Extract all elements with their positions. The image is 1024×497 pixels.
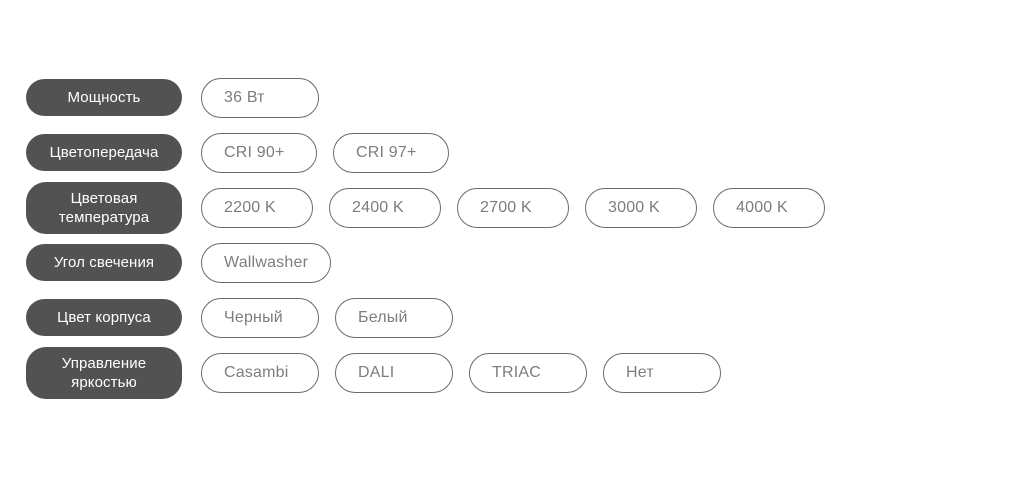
option-pill-cri-0[interactable]: CRI 90+ <box>201 132 317 173</box>
option-pill-housing-color-0[interactable]: Черный <box>201 297 319 338</box>
option-pill-power-0[interactable]: 36 Вт <box>201 77 319 118</box>
spec-row-power: Мощность 36 Вт <box>0 70 1024 125</box>
spec-options-dimming-control: Casambi DALI TRIAC Нет <box>201 352 721 393</box>
option-pill-cri-1[interactable]: CRI 97+ <box>333 132 449 173</box>
spec-row-beam-angle: Угол свечения Wallwasher <box>0 235 1024 290</box>
spec-row-label-cri: Цветопередача <box>26 134 182 171</box>
option-pill-color-temperature-1[interactable]: 2400 K <box>329 187 441 228</box>
option-pill-color-temperature-4[interactable]: 4000 K <box>713 187 825 228</box>
spec-row-cri: Цветопередача CRI 90+ CRI 97+ <box>0 125 1024 180</box>
spec-row-color-temperature: Цветовая температура 2200 K 2400 K 2700 … <box>0 180 1024 235</box>
option-pill-dimming-control-3[interactable]: Нет <box>603 352 721 393</box>
spec-options-color-temperature: 2200 K 2400 K 2700 K 3000 K 4000 K <box>201 187 825 228</box>
spec-row-label-beam-angle: Угол свечения <box>26 244 182 281</box>
spec-options-power: 36 Вт <box>201 77 319 118</box>
spec-options-beam-angle: Wallwasher <box>201 242 332 283</box>
spec-row-dimming-control: Управление яркостью Casambi DALI TRIAC Н… <box>0 345 1024 400</box>
spec-options-housing-color: Черный Белый <box>201 297 453 338</box>
option-pill-dimming-control-2[interactable]: TRIAC <box>469 352 587 393</box>
option-pill-housing-color-1[interactable]: Белый <box>335 297 453 338</box>
spec-row-label-power: Мощность <box>26 79 182 116</box>
spec-row-housing-color: Цвет корпуса Черный Белый <box>0 290 1024 345</box>
option-pill-dimming-control-0[interactable]: Casambi <box>201 352 319 393</box>
spec-row-label-dimming-control: Управление яркостью <box>26 346 182 399</box>
spec-row-label-color-temperature: Цветовая температура <box>26 181 182 234</box>
spec-row-label-housing-color: Цвет корпуса <box>26 299 182 336</box>
option-pill-beam-angle-0[interactable]: Wallwasher <box>201 242 332 283</box>
option-pill-color-temperature-0[interactable]: 2200 K <box>201 187 313 228</box>
option-pill-dimming-control-1[interactable]: DALI <box>335 352 453 393</box>
spec-options-cri: CRI 90+ CRI 97+ <box>201 132 449 173</box>
option-pill-color-temperature-3[interactable]: 3000 K <box>585 187 697 228</box>
option-pill-color-temperature-2[interactable]: 2700 K <box>457 187 569 228</box>
